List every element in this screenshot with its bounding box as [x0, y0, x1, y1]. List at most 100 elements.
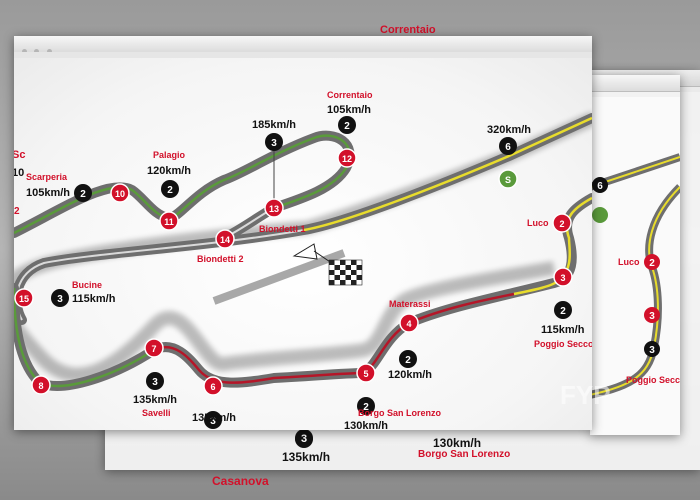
corner-12-num: 12 [342, 154, 352, 164]
corner-5-gear [357, 397, 375, 415]
corner-5-marker [356, 363, 376, 383]
corner-10-gear [74, 184, 92, 202]
start-finish-flag-icon [292, 243, 363, 286]
corner-12-name: Correntaio [327, 90, 373, 100]
secondary-corner-2 [644, 254, 660, 270]
corner-8-num: 8 [38, 381, 43, 391]
corner-2-num: 2 [559, 219, 564, 229]
bg-label-borgo: Borgo San Lorenzo [418, 449, 511, 460]
corner-11-gear-text: 2 [167, 185, 173, 196]
corner-5-name: Borgo San Lorenzo [358, 408, 441, 418]
corner-7-gear-text: 3 [152, 377, 158, 388]
corner-15-speed: 115km/h [72, 293, 116, 305]
corner-3-gear-text: 2 [560, 306, 566, 317]
secondary-window-map: 6 2 Luco 3 3 Poggio Secco [590, 97, 680, 435]
corner-6-gear [204, 411, 222, 429]
corner-11-name: Palagio [153, 150, 186, 160]
corner-4-num: 4 [406, 319, 411, 329]
zoom-window-button[interactable] [46, 49, 52, 54]
corner-13-speed: 185km/h [252, 119, 296, 131]
corner-6-num: 6 [210, 382, 215, 392]
corner-7-marker [144, 338, 164, 358]
corner-13-gear [265, 133, 283, 151]
watermark: FYP [560, 380, 611, 410]
corner-15-marker [14, 288, 34, 308]
window-controls[interactable] [22, 41, 55, 59]
corner-2-marker [552, 213, 572, 233]
secondary-gear-3-text: 3 [649, 345, 655, 356]
corner-11-gear [161, 180, 179, 198]
corner-12-gear [338, 116, 356, 134]
corner-5-num: 5 [363, 369, 368, 379]
corner-4-gear-text: 2 [405, 355, 411, 366]
corner-14-num: 14 [220, 235, 230, 245]
corner-5-speed: 130km/h [344, 420, 388, 430]
secondary-gear-6-text: 6 [597, 181, 603, 192]
track-map: Sc 10 2 15 3 Bucine 115km/h Scarperia 10… [14, 58, 592, 430]
corner-3-marker [553, 267, 573, 287]
left-cut-num: 2 [14, 206, 20, 217]
secondary-corner-2-num: 2 [649, 258, 655, 269]
corner-3-gear [554, 301, 572, 319]
secondary-gear-3-badge [644, 341, 660, 357]
left-cut-label: Sc [14, 149, 25, 161]
main-window[interactable]: Sc 10 2 15 3 Bucine 115km/h Scarperia 10… [14, 36, 592, 430]
main-window-titlebar[interactable] [14, 36, 592, 54]
left-cut-speed: 10 [14, 167, 24, 179]
secondary-window-titlebar[interactable] [590, 75, 680, 92]
speed-trap-marker [498, 169, 518, 189]
corner-3-name: Poggio Secco [534, 339, 592, 349]
corner-15-gear [51, 289, 69, 307]
speed-trap-marker-text: S [505, 175, 511, 185]
corner-2-name: Luco [527, 218, 549, 228]
corner-12-speed: 105km/h [327, 104, 371, 116]
corner-12-marker [337, 148, 357, 168]
minimize-window-button[interactable] [34, 49, 40, 54]
corner-4-name: Materassi [389, 299, 431, 309]
secondary-corner-3 [644, 307, 660, 323]
speed-trap-speed: 320km/h [487, 124, 531, 136]
secondary-window[interactable]: 6 2 Luco 3 3 Poggio Secco [590, 75, 680, 435]
corner-7-name: Savelli [142, 408, 171, 418]
corner-4-gear [399, 350, 417, 368]
close-window-button[interactable] [22, 49, 27, 54]
corner-11-speed: 120km/h [147, 165, 191, 177]
corner-14-marker [215, 229, 235, 249]
corner-10-gear-text: 2 [80, 189, 86, 200]
bg-label-speed-135: 135km/h [282, 450, 331, 464]
corner-13-num: 13 [269, 204, 279, 214]
corner-11-num: 11 [164, 217, 174, 227]
corner-7-speed: 135km/h [133, 394, 177, 406]
bg-label-speed-130: 130km/h [433, 436, 482, 450]
secondary-speed-trap-marker [592, 207, 608, 223]
secondary-luco-label: Luco [618, 257, 640, 267]
corner-3-speed: 115km/h [541, 324, 585, 336]
corner-12-gear-text: 2 [344, 121, 350, 132]
corner-8-marker [31, 375, 51, 395]
bg-label-correntaio: Correntaio [380, 24, 436, 36]
corner-6-marker [203, 376, 223, 396]
corner-10-speed: 105km/h [26, 187, 70, 199]
secondary-poggio-label: Poggio Secco [626, 375, 680, 385]
corner-5-gear-text: 2 [363, 402, 369, 413]
corner-15-gear-text: 3 [57, 294, 63, 305]
corner-10-marker [110, 183, 130, 203]
speed-trap-gear [499, 137, 517, 155]
corner-15-num: 15 [19, 294, 29, 304]
corner-13-gear-text: 3 [271, 138, 277, 149]
corner-13-name: Biondetti 1 [259, 224, 306, 234]
corner-3-num: 3 [560, 273, 565, 283]
corner-11-marker [159, 211, 179, 231]
secondary-corner-3-num: 3 [649, 311, 655, 322]
corner-15-name: Bucine [72, 280, 102, 290]
corner-7-num: 7 [151, 344, 156, 354]
corner-6-speed: 135km/h [192, 412, 237, 424]
secondary-gear-6-badge [592, 177, 608, 193]
corner-10-name: Scarperia [26, 172, 68, 182]
bg-label-casanova: Casanova [212, 474, 269, 488]
corner-10-num: 10 [115, 189, 125, 199]
corner-13-marker [264, 198, 284, 218]
corner-4-speed: 120km/h [388, 369, 432, 381]
corner-7-gear [146, 372, 164, 390]
corner-4-marker [399, 313, 419, 333]
